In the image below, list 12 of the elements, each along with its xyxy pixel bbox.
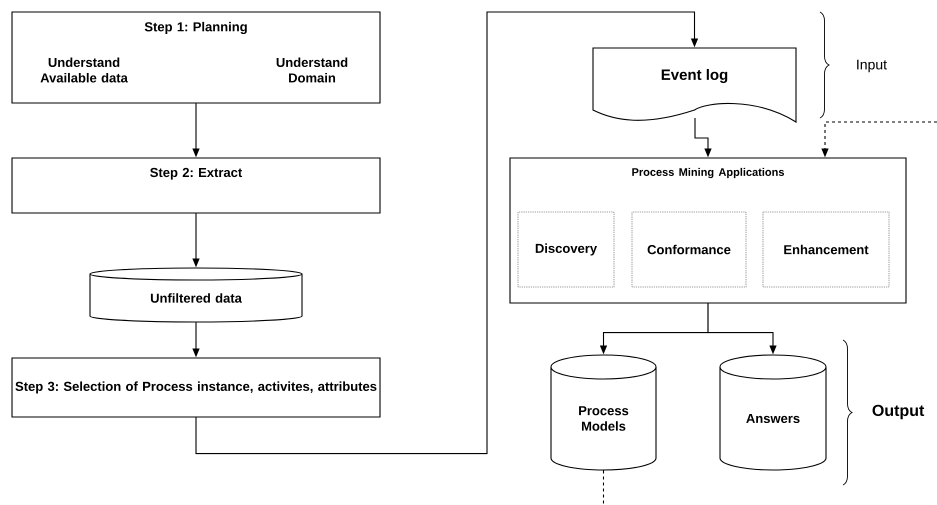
dotted-box: Enhancement [762, 212, 890, 288]
bracket-label: Output [872, 404, 924, 420]
process-box: Step 1: Planning Understand Available data Understand Domain [11, 11, 381, 104]
dotted-box: Conformance [632, 212, 746, 288]
process-box: Step 2: Extract [11, 157, 381, 214]
bracket-label: Input [857, 60, 887, 72]
database-cylinder: Process Models [550, 354, 657, 471]
arrow [195, 11, 698, 454]
process-box: Step 3: Selection of Process instance, activites, attributes [11, 357, 381, 418]
dotted-box: Discovery [518, 212, 614, 288]
database-cylinder: Unfiltered data [89, 267, 303, 323]
database-cylinder: Answers [719, 354, 827, 471]
